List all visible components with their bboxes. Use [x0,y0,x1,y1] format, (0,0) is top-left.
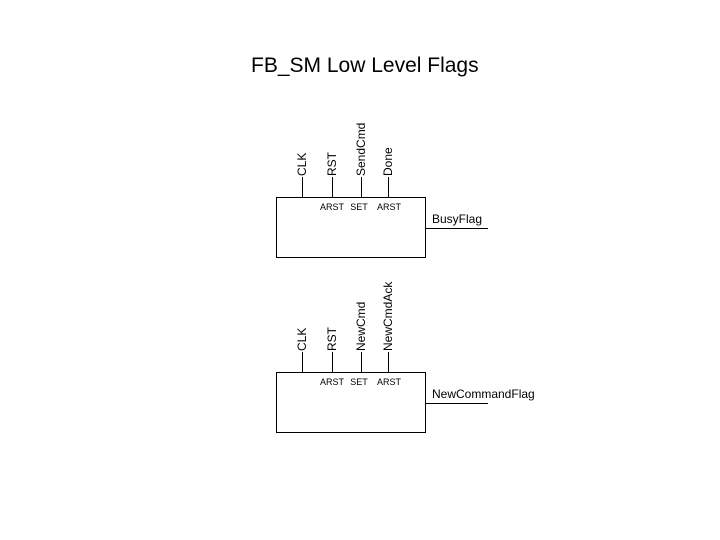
output-label-busyflag: BusyFlag [432,212,483,226]
clk-pin-line [302,177,303,197]
output-line [425,228,488,229]
output-label-newcommandflag: NewCommandFlag [432,387,535,401]
sendcmd-pin-line [361,177,362,197]
flag-box: ARST SET ARST [276,197,426,258]
new-command-flag-block: CLK RST NewCmd NewCmdAck ARST SET ARST N… [276,282,535,433]
busy-flag-block: CLK RST SendCmd Done ARST SET ARST BusyF… [276,123,488,258]
port-label-arst-1: ARST [319,377,345,387]
done-pin-line [388,177,389,197]
port-label-set: SET [350,377,368,387]
port-label-arst-2: ARST [376,377,402,387]
port-label-set: SET [350,202,368,212]
input-label-clk: CLK [295,152,309,176]
clk-pin-line [302,352,303,372]
port-label-arst-1: ARST [319,202,345,212]
input-label-done: Done [381,147,395,176]
output-line [425,403,488,404]
slide-title: FB_SM Low Level Flags [251,54,479,77]
input-label-newcmdack: NewCmdAck [381,281,395,351]
port-label-arst-2: ARST [376,202,402,212]
input-label-clk: CLK [295,327,309,351]
input-label-sendcmd: SendCmd [354,122,368,176]
input-label-rst: RST [325,327,339,351]
newcmd-pin-line [361,352,362,372]
rst-pin-line [332,177,333,197]
input-label-newcmd: NewCmd [354,301,368,351]
flag-box: ARST SET ARST [276,372,426,433]
newcmdack-pin-line [388,352,389,372]
rst-pin-line [332,352,333,372]
input-label-rst: RST [325,152,339,176]
